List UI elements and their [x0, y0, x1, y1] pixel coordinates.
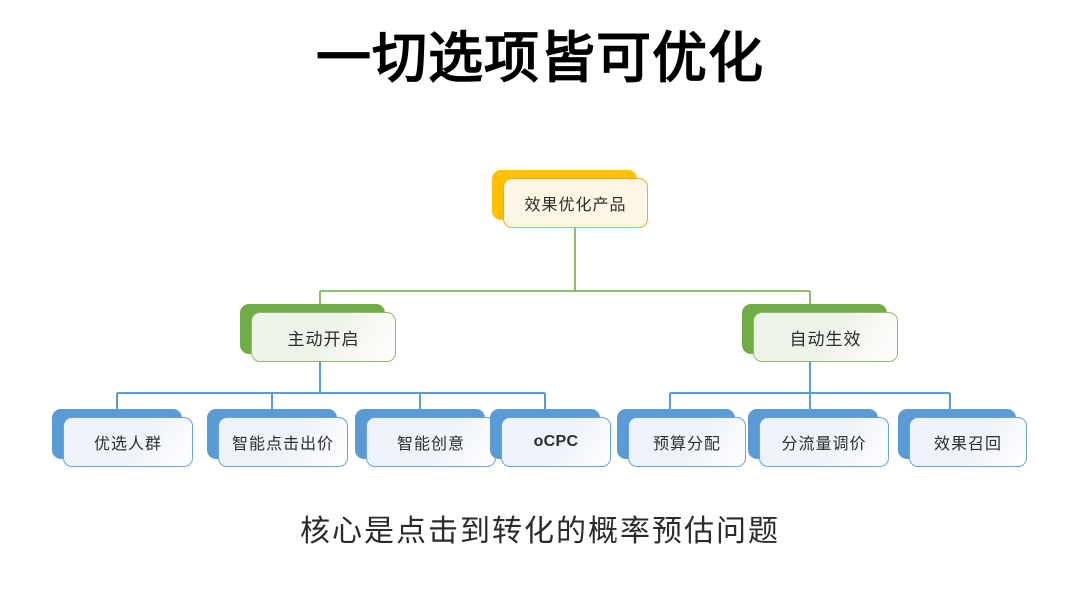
node-face: 智能创意: [366, 417, 496, 467]
node-label: 效果优化产品: [524, 197, 627, 214]
node-face: 效果召回: [909, 417, 1027, 467]
node-face: 预算分配: [628, 417, 746, 467]
slide-caption: 核心是点击到转化的概率预估问题: [300, 515, 780, 548]
node-leaf-preferred-audience[interactable]: 优选人群: [52, 409, 193, 467]
node-face: 效果优化产品: [503, 178, 648, 228]
node-leaf-budget-allocation[interactable]: 预算分配: [617, 409, 746, 467]
node-label: oCPC: [533, 433, 579, 450]
node-label: 自动生效: [789, 329, 862, 349]
node-face: 智能点击出价: [218, 417, 348, 467]
node-branch-active-enable[interactable]: 主动开启: [240, 304, 396, 362]
node-label: 预算分配: [652, 436, 721, 453]
page-title: 一切选项皆可优化: [315, 27, 764, 89]
node-root[interactable]: 效果优化产品: [492, 170, 648, 228]
node-label: 智能点击出价: [231, 436, 334, 453]
node-face: 主动开启: [251, 312, 396, 362]
node-face: 自动生效: [753, 312, 898, 362]
node-face: 优选人群: [63, 417, 193, 467]
node-leaf-smart-creative[interactable]: 智能创意: [355, 409, 496, 467]
node-leaf-ocpc[interactable]: oCPC: [490, 409, 611, 467]
node-label: 主动开启: [287, 329, 360, 349]
node-label: 效果召回: [933, 436, 1002, 453]
node-leaf-traffic-split-pricing[interactable]: 分流量调价: [748, 409, 889, 467]
node-label: 智能创意: [396, 436, 465, 453]
node-face: 分流量调价: [759, 417, 889, 467]
node-face: oCPC: [501, 417, 611, 467]
node-leaf-performance-recall[interactable]: 效果召回: [898, 409, 1027, 467]
node-label: 分流量调价: [781, 436, 867, 453]
node-label: 优选人群: [93, 436, 162, 453]
node-branch-auto-effective[interactable]: 自动生效: [742, 304, 898, 362]
node-leaf-smart-click-bid[interactable]: 智能点击出价: [207, 409, 348, 467]
